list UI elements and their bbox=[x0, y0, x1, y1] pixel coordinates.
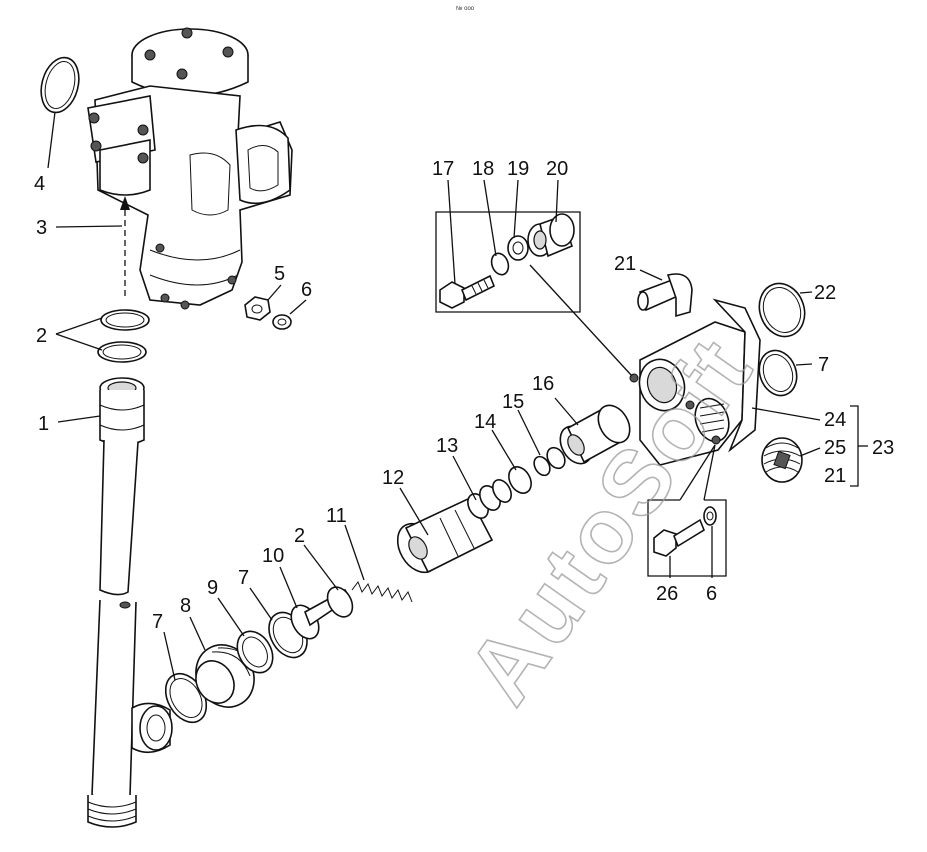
watermark: AutoSoft bbox=[448, 319, 773, 722]
bolt-26 bbox=[653, 518, 705, 557]
nut-5 bbox=[244, 296, 271, 321]
washer-6 bbox=[272, 314, 292, 330]
leader-lines bbox=[47, 111, 868, 681]
snap-ring-9 bbox=[236, 630, 274, 674]
label-8: 8 bbox=[180, 595, 191, 617]
label-2: 2 bbox=[36, 325, 47, 347]
label-5: 5 bbox=[274, 263, 285, 285]
label-14: 14 bbox=[474, 411, 496, 433]
label-19: 19 bbox=[507, 158, 529, 180]
label-26: 26 bbox=[656, 583, 678, 605]
o-ring-22 bbox=[758, 282, 806, 338]
seal-ring-2c bbox=[326, 586, 354, 618]
bushing-20 bbox=[527, 213, 575, 258]
label-6: 6 bbox=[301, 279, 312, 301]
spring-11 bbox=[351, 580, 413, 603]
elbow-fitting-21 bbox=[637, 273, 693, 318]
o-ring-15a bbox=[533, 455, 551, 477]
label-6: 6 bbox=[706, 583, 717, 605]
label-16: 16 bbox=[532, 373, 554, 395]
label-7: 7 bbox=[238, 567, 249, 589]
top-mark: № ooo bbox=[456, 5, 475, 12]
label-11: 11 bbox=[326, 505, 347, 527]
label-15: 15 bbox=[502, 391, 524, 413]
valve-housing-24 bbox=[629, 298, 761, 466]
seal-13 bbox=[467, 479, 512, 519]
label-10: 10 bbox=[262, 545, 284, 567]
label-25: 25 bbox=[824, 437, 846, 459]
part-labels: 4 3 2 1 5 6 7 8 9 7 10 2 11 12 13 14 15 … bbox=[34, 158, 894, 633]
label-13: 13 bbox=[436, 435, 458, 457]
label-9: 9 bbox=[207, 577, 218, 599]
o-ring-14 bbox=[508, 466, 532, 494]
sleeve-16 bbox=[559, 404, 631, 465]
valve-core-12 bbox=[396, 496, 494, 574]
label-20: 20 bbox=[546, 158, 568, 180]
label-7: 7 bbox=[152, 611, 163, 633]
washer-6b bbox=[703, 506, 717, 526]
bolt-17 bbox=[439, 274, 496, 309]
label-18: 18 bbox=[472, 158, 494, 180]
washer-19 bbox=[507, 235, 529, 261]
label-21: 21 bbox=[824, 465, 846, 487]
valve-housing bbox=[87, 27, 293, 310]
label-17: 17 bbox=[432, 158, 454, 180]
label-24: 24 bbox=[824, 409, 846, 431]
label-1: 1 bbox=[38, 413, 49, 435]
label-12: 12 bbox=[382, 467, 404, 489]
snap-ring-18 bbox=[490, 252, 510, 276]
label-3: 3 bbox=[36, 217, 47, 239]
label-23: 23 bbox=[872, 437, 894, 459]
label-2: 2 bbox=[294, 525, 305, 547]
label-4: 4 bbox=[34, 173, 45, 195]
o-ring-15b bbox=[546, 446, 566, 470]
label-7: 7 bbox=[818, 354, 829, 376]
pipe-1 bbox=[87, 377, 173, 828]
label-21: 21 bbox=[614, 253, 636, 275]
label-22: 22 bbox=[814, 282, 836, 304]
threaded-plug-25 bbox=[761, 437, 803, 483]
